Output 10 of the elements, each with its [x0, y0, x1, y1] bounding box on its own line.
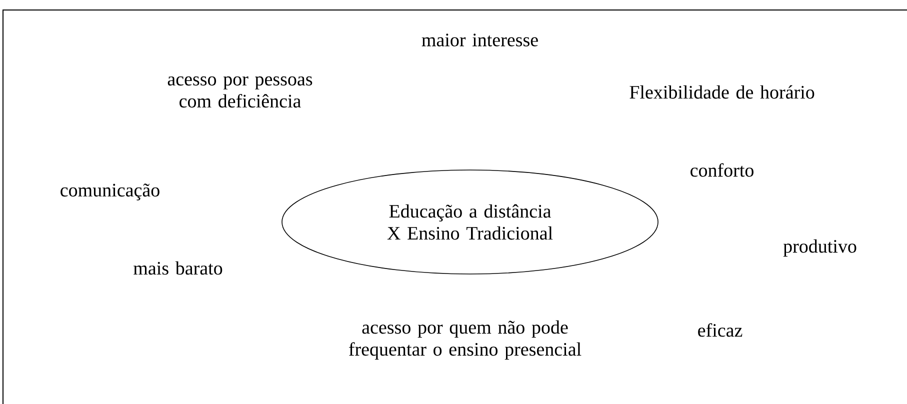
text-label: conforto — [690, 163, 754, 177]
text-label: produtivo — [783, 239, 856, 257]
text-label: maior interesse — [422, 34, 538, 46]
text-label: acesso por quem não pode frequentar o ensino presencial — [349, 320, 582, 360]
ellipse-node: Educação a distância X Ensino Tradicional — [282, 170, 658, 274]
text-label: eficaz — [698, 323, 742, 337]
text-label: Flexibilidade de horário — [630, 85, 814, 99]
text-label: comunicação — [60, 184, 160, 200]
text-label: acesso por pessoas com deficiência — [168, 76, 312, 108]
text-label: mais barato — [134, 261, 222, 275]
